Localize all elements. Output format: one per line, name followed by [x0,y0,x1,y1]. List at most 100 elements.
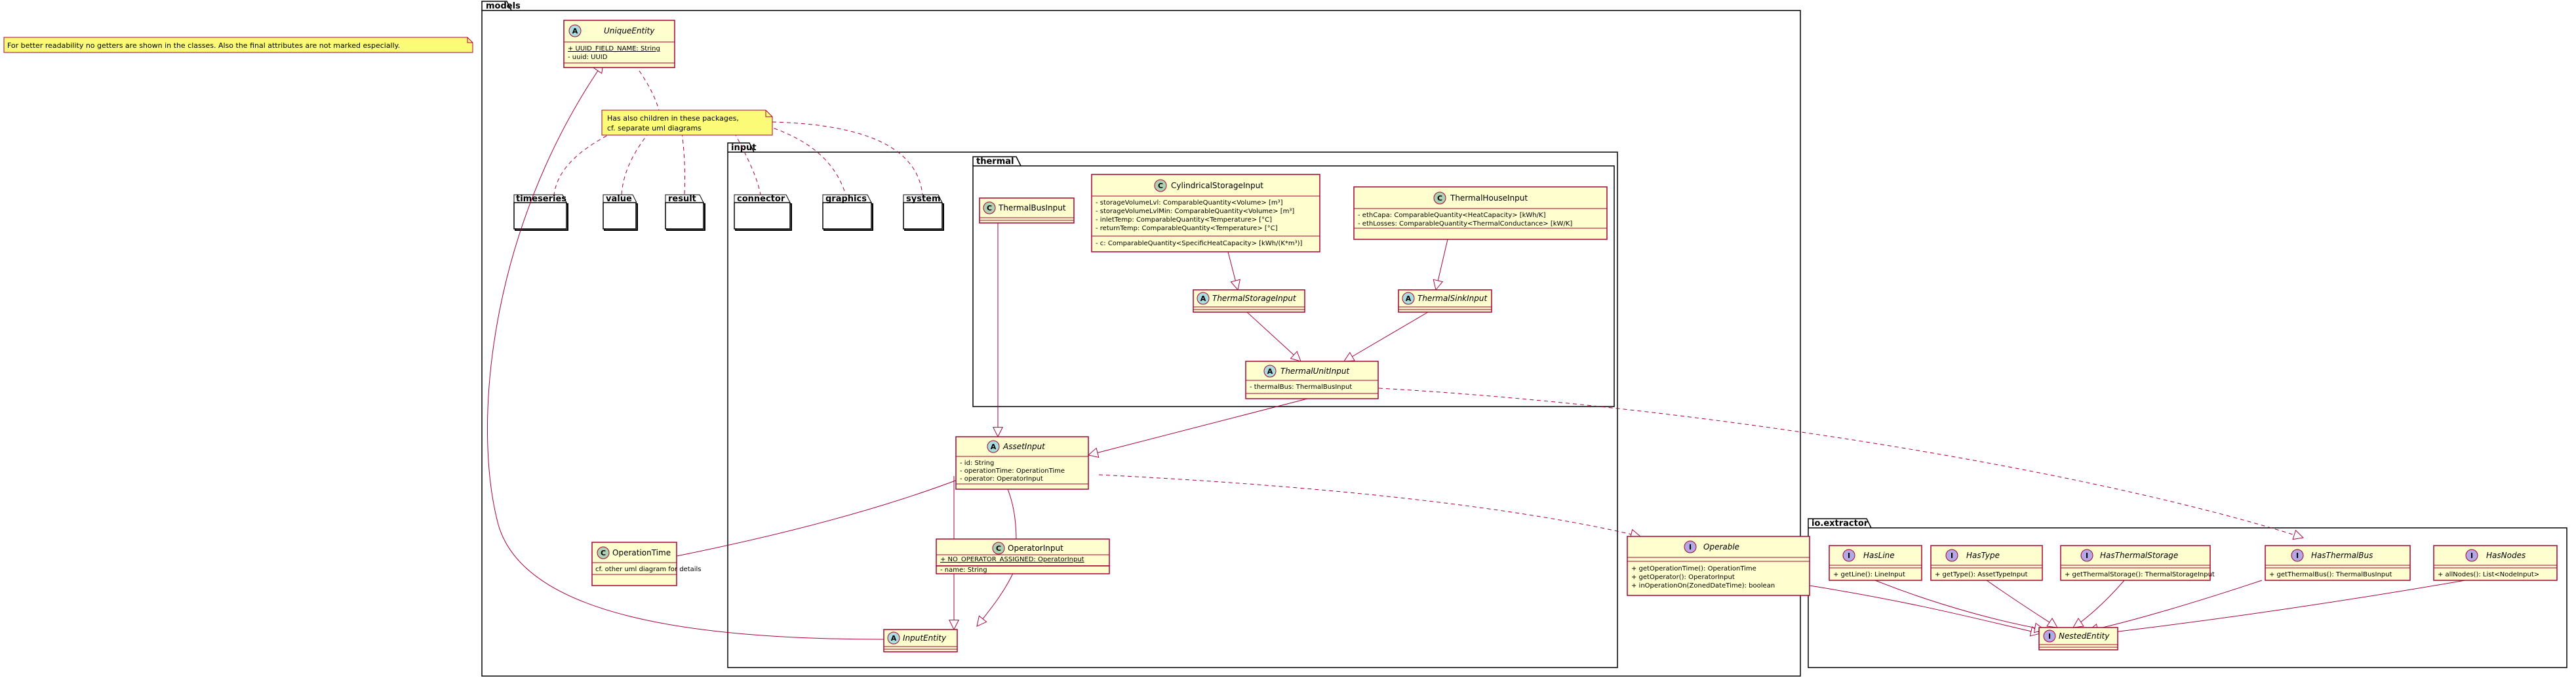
edge-operable-nested-entity [1809,585,2040,633]
edge-thermal-unit-input-asset-input [1088,397,1311,455]
class-has-type-method: + getType(): AssetTypeInput [1935,571,2028,578]
children-note-line1: Has also children in these packages, [607,114,739,123]
class-input-entity[interactable]: A InputEntity [883,629,958,652]
class-cylindrical-storage-input-badge: C [1158,182,1163,190]
class-has-thermal-bus-name: HasThermalBus [2311,551,2373,560]
package-graphics-title: graphics [825,194,867,204]
class-operable-method: + inOperationOn(ZonedDateTime): boolean [1631,582,1775,590]
class-operation-time-badge: C [601,549,606,557]
class-operable-badge: I [1689,543,1692,551]
class-has-nodes-method: + allNodes(): List<NodeInput> [2438,571,2539,578]
class-thermal-unit-input[interactable]: A ThermalUnitInput - thermalBus: Thermal… [1245,361,1379,399]
class-input-entity-badge: A [891,634,897,643]
class-has-nodes-name: HasNodes [2486,551,2526,560]
class-has-nodes[interactable]: I HasNodes + allNodes(): List<NodeInput> [2433,545,2558,581]
class-thermal-sink-input-name: ThermalSinkInput [1417,294,1488,303]
class-operator-input[interactable]: C OperatorInput + NO_OPERATOR_ASSIGNED: … [936,538,1110,567]
interface-badge-icon [1842,549,1855,562]
package-models-title: models [486,1,521,11]
class-asset-input-name: AssetInput [1002,442,1046,451]
class-asset-input-attr: - operationTime: OperationTime [960,468,1065,475]
class-thermal-house-input[interactable]: C ThermalHouseInput - ethCapa: Comparabl… [1353,186,1608,240]
class-has-nodes-badge: I [2470,551,2473,560]
class-nested-entity-badge: I [2048,632,2051,641]
class-nested-entity-name: NestedEntity [2059,631,2110,641]
class-thermal-sink-input[interactable]: A ThermalSinkInput [1398,289,1492,313]
abstract-badge-icon [887,631,900,645]
class-has-thermal-storage[interactable]: I HasThermalStorage + getThermalStorage(… [2060,545,2215,581]
class-thermal-storage-input[interactable]: A ThermalStorageInput [1193,289,1305,313]
class-has-type-name: HasType [1966,551,2000,560]
class-cylindrical-storage-input[interactable]: C CylindricalStorageInput - storageVolum… [1091,174,1320,252]
class-asset-input-badge: A [991,443,997,451]
package-timeseries: timeseries [513,194,568,231]
edge-thermal-sink-thermal-unit [1344,311,1429,361]
class-nested-entity[interactable]: I NestedEntity [2038,627,2118,650]
class-badge-icon [1154,179,1167,192]
edge-has-type-nested-entity [1986,580,2057,628]
class-asset-input-attr: - id: String [960,460,994,467]
class-has-type-badge: I [1951,551,1953,560]
children-note: Has also children in these packages, cf.… [601,110,773,136]
class-cylindrical-storage-input-attr: - returnTemp: ComparableQuantity<Tempera… [1096,225,1278,232]
package-connector: connector [734,194,792,231]
class-has-line-badge: I [1848,551,1850,560]
class-has-thermal-bus[interactable]: I HasThermalBus + getThermalBus(): Therm… [2265,545,2411,581]
class-operator-input-attr: - name: String [940,567,987,574]
note-link-system [772,121,923,195]
package-result-title: result [668,194,696,204]
package-timeseries-title: timeseries [516,194,566,204]
package-result: result [665,194,705,231]
class-thermal-unit-input-badge: A [1267,367,1273,376]
class-has-thermal-storage-badge: I [2086,551,2088,560]
class-operator-input-extra: - name: String [936,565,1110,574]
class-thermal-bus-input[interactable]: C ThermalBusInput [979,197,1075,224]
note-link-result [681,132,686,195]
readability-note-text: For better readability no getters are sh… [7,41,400,50]
class-operable-name: Operable [1703,542,1739,551]
class-thermal-bus-input-name: ThermalBusInput [998,203,1066,212]
edge-asset-input-operation-time [676,473,971,557]
abstract-badge-icon [1197,292,1210,305]
children-note-line2: cf. separate uml diagrams [607,124,702,132]
package-input-title: input [731,143,757,153]
note-links [553,70,923,195]
class-operable-method: + getOperationTime(): OperationTime [1631,565,1756,572]
edge-has-nodes-nested-entity [2091,580,2466,635]
class-cylindrical-storage-input-name: CylindricalStorageInput [1171,181,1263,190]
abstract-badge-icon [1402,292,1415,305]
class-badge-icon [597,546,610,559]
class-badge-icon [992,542,1005,555]
class-thermal-storage-input-name: ThermalStorageInput [1212,294,1297,303]
package-value-title: value [606,194,632,204]
class-unique-entity[interactable]: A UniqueEntity + UUID_FIELD_NAME: String… [563,20,675,68]
abstract-badge-icon [568,24,582,37]
class-unique-entity-attr: + UUID_FIELD_NAME: String [568,45,660,52]
class-operable[interactable]: I Operable + getOperationTime(): Operati… [1627,536,1810,596]
interface-badge-icon [1684,540,1697,553]
dashed-relations [1098,388,2303,538]
class-operation-time-name: OperationTime [612,548,671,557]
edge-has-line-nested-entity [1874,580,2044,630]
class-cylindrical-storage-input-method: - c: ComparableQuantity<SpecificHeatCapa… [1096,240,1303,247]
class-has-type[interactable]: I HasType + getType(): AssetTypeInput [1930,545,2043,581]
package-io-extractor: io.extractor [1808,518,2567,668]
class-asset-input[interactable]: A AssetInput - id: String - operationTim… [955,436,1089,490]
package-connector-title: connector [737,194,785,204]
package-thermal-title: thermal [976,157,1014,167]
edge-has-thermal-bus-nested-entity [2088,580,2263,631]
class-badge-icon [983,201,996,214]
package-thermal: thermal [972,156,1615,407]
class-operable-method: + getOperator(): OperatorInput [1631,574,1735,581]
note-link-graphics [766,125,846,195]
class-input-entity-name: InputEntity [903,633,947,643]
note-link-timeseries [553,132,614,195]
class-operation-time[interactable]: C OperationTime cf. other uml diagram fo… [591,542,702,586]
interface-badge-icon [2080,549,2093,562]
class-has-line-name: HasLine [1863,551,1895,560]
class-thermal-house-input-attr: - ethCapa: ComparableQuantity<HeatCapaci… [1358,212,1546,219]
class-has-line[interactable]: I HasLine + getLine(): LineInput [1829,545,1922,581]
class-operation-time-attr: cf. other uml diagram for details [595,566,702,573]
class-thermal-house-input-name: ThermalHouseInput [1450,193,1528,203]
